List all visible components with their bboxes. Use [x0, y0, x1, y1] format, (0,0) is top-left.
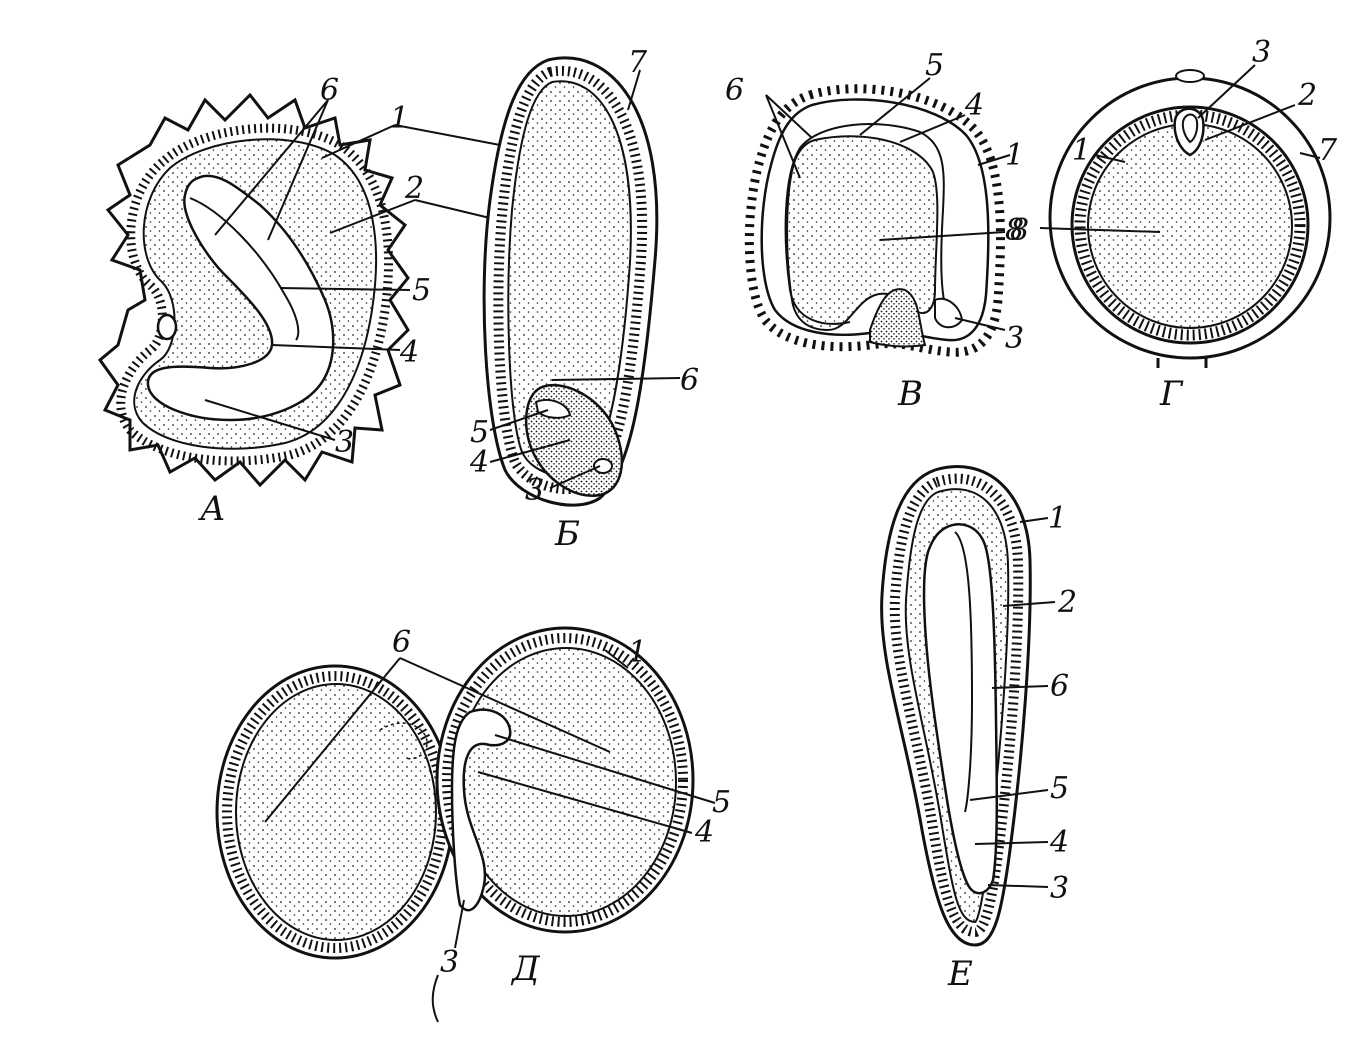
label-b-5: 5	[470, 415, 489, 450]
label-e-2: 2	[1057, 585, 1077, 620]
label-a-5: 5	[412, 273, 431, 308]
label-b-6: 6	[680, 363, 699, 398]
panel-e	[880, 465, 1056, 947]
label-g-2: 2	[1297, 78, 1317, 113]
label-v-3: 3	[1005, 321, 1024, 356]
panel-a	[97, 92, 541, 488]
cotyledon-right-d	[455, 647, 677, 917]
perisperm-v	[786, 135, 939, 332]
panel-g	[1039, 64, 1332, 368]
leader-lines-d	[264, 649, 716, 1023]
panel-label-v: В	[897, 374, 923, 414]
label-g-3: 3	[1252, 35, 1271, 70]
label-a-4: 4	[399, 335, 419, 370]
embryo-a	[146, 174, 335, 422]
panel-b	[482, 56, 681, 507]
leader-lines-g	[1039, 64, 1321, 233]
embryo-v	[784, 123, 951, 325]
label-e-5: 5	[1050, 771, 1069, 806]
label-v-8: 8	[1005, 213, 1024, 248]
label-d-6: 6	[392, 625, 411, 660]
label-a-1: 1	[390, 101, 409, 136]
label-d-4: 4	[694, 815, 714, 850]
panel-d	[215, 626, 716, 1023]
leader-lines-b	[489, 69, 681, 489]
label-g-8: 8	[1010, 213, 1029, 248]
label-b-3: 3	[525, 473, 544, 508]
label-g-1: 1	[1072, 133, 1091, 168]
labels: 6 1 2 5 4 3 А 7 6 5 4 3 Б 6 5 4 1 8 3 В …	[198, 35, 1338, 994]
label-v-4: 4	[964, 88, 984, 123]
label-e-4: 4	[1049, 825, 1069, 860]
label-a-2: 2	[404, 171, 424, 206]
panel-v	[744, 77, 1011, 357]
leader-lines-v	[765, 77, 1011, 331]
label-e-3: 3	[1050, 871, 1069, 906]
label-v-1: 1	[1005, 138, 1024, 173]
label-e-6: 6	[1050, 669, 1069, 704]
label-d-3: 3	[440, 945, 459, 980]
panel-label-e: Е	[947, 954, 973, 994]
label-a-6: 6	[320, 73, 339, 108]
embryo-line-a	[189, 197, 300, 341]
leader-lines-e	[969, 517, 1056, 888]
panel-label-g: Г	[1159, 374, 1184, 414]
panel-label-b: Б	[554, 514, 580, 554]
embryo-e	[922, 523, 999, 895]
label-b-4: 4	[469, 445, 489, 480]
label-d-1: 1	[628, 635, 647, 670]
cotyledon-left-d	[235, 683, 437, 941]
leader-lines-a	[204, 99, 541, 441]
label-b-7: 7	[628, 45, 648, 80]
label-a-3: 3	[335, 425, 354, 460]
label-v-6: 6	[725, 73, 744, 108]
panel-label-a: А	[198, 489, 226, 529]
label-v-5: 5	[925, 48, 944, 83]
label-e-1: 1	[1048, 501, 1067, 536]
label-d-5: 5	[712, 785, 731, 820]
label-g-7: 7	[1318, 133, 1338, 168]
panel-label-d: Д	[510, 949, 541, 989]
